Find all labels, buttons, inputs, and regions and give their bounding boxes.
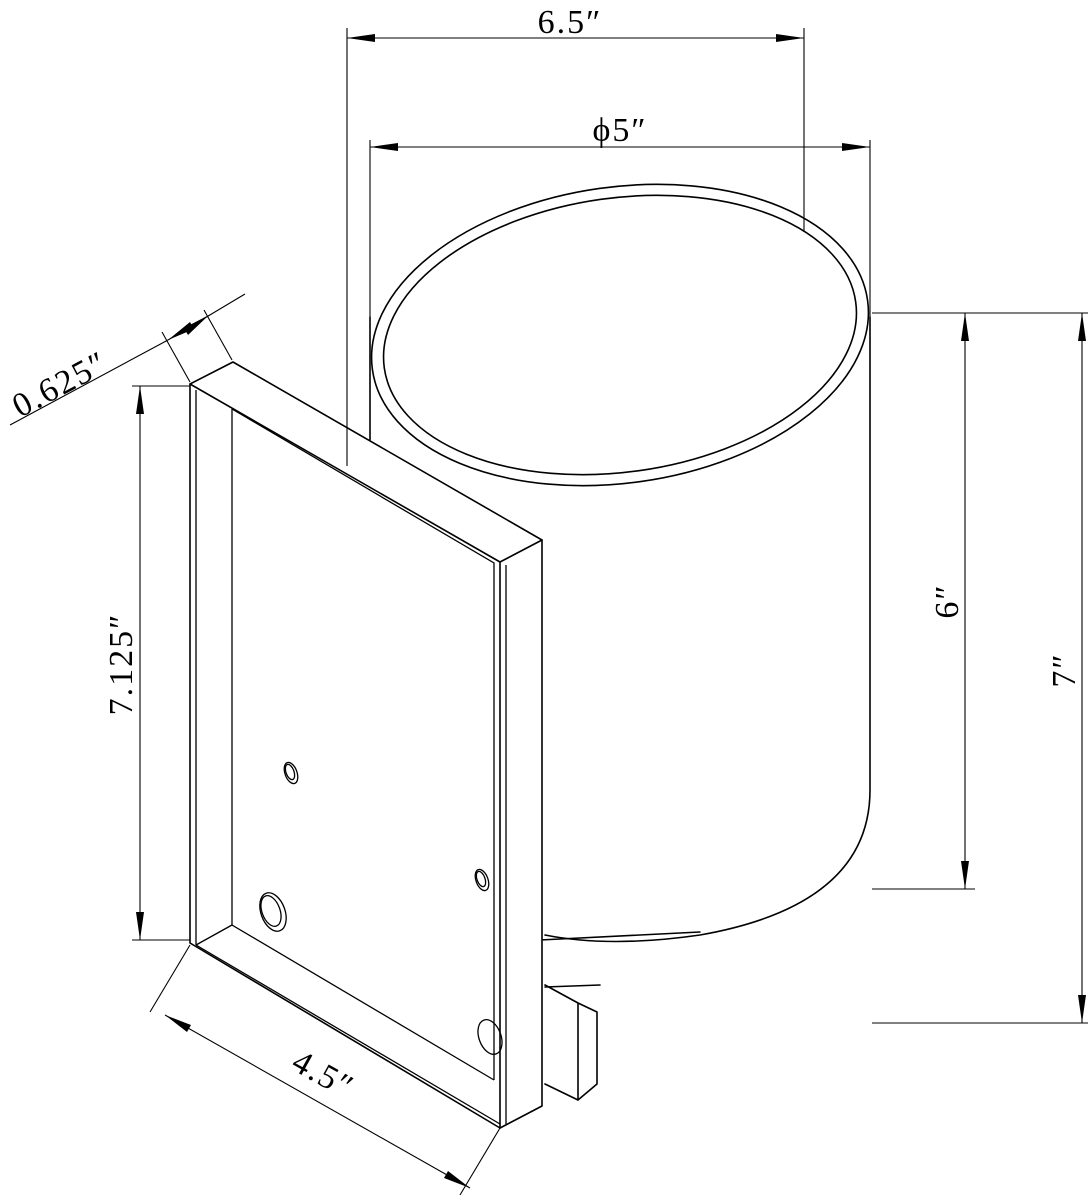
label-diameter: ϕ5″ (592, 112, 647, 149)
label-backplate-height: 7.125″ (103, 613, 140, 716)
dimension-overall-height: 7″ (872, 313, 1088, 1024)
label-overall-height: 7″ (1046, 652, 1083, 687)
mounting-arm (539, 931, 701, 1101)
dimension-backplate-height: 7.125″ (103, 385, 190, 941)
label-backplate-width: 4.5″ (286, 1043, 361, 1107)
dimension-diameter: ϕ5″ (369, 112, 871, 317)
label-width-overall: 6.5″ (538, 4, 603, 41)
backplate (189, 361, 543, 1129)
cylinder-shade (369, 183, 871, 943)
dimension-shade-height: 6″ (872, 312, 1088, 890)
dimension-width-overall: 6.5″ (346, 4, 805, 466)
label-backplate-depth: 0.625″ (6, 344, 114, 425)
label-shade-height: 6″ (929, 583, 966, 618)
